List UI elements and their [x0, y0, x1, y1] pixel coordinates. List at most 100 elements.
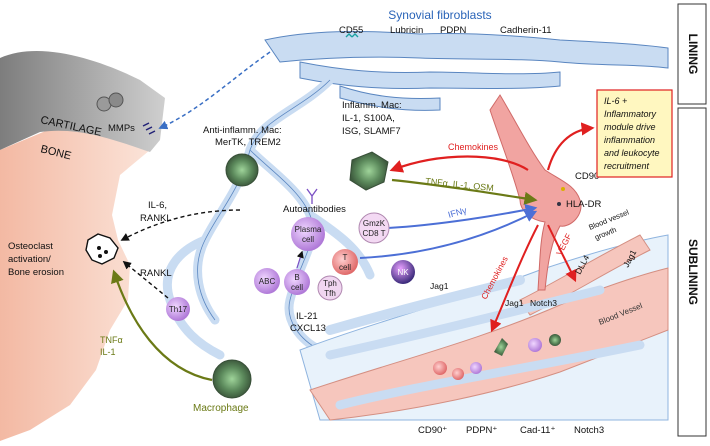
osteoclast-label-2: activation/: [8, 254, 51, 265]
chemokines-label-1: Chemokines: [448, 142, 499, 152]
lubricin-label: Lubricin: [390, 25, 423, 36]
sublining-panel: SUBLINING: [677, 107, 707, 437]
cd90-marker-icon: [561, 187, 565, 191]
t-cell: [332, 249, 358, 275]
ifng-arrow-2: [359, 210, 538, 259]
ifng-arrow-1: [387, 203, 538, 229]
il6-callout: IL-6 + Inflammatory module drive inflamm…: [596, 89, 673, 178]
t-cell-label-2: cell: [339, 263, 351, 272]
callout-line5: and leukocyte: [604, 148, 660, 158]
plasma-cell: [291, 217, 325, 251]
tnf-il1-osm-arrow: [391, 178, 538, 205]
tnf-il1-arrow: [111, 269, 213, 382]
callout-line1: IL-6 +: [604, 96, 627, 106]
osteoclast: Osteoclast activation/ Bone erosion: [8, 233, 119, 278]
lining-label: LINING: [686, 34, 700, 75]
cd55-icon: [345, 33, 359, 38]
tnf-il1-osm-label: TNFα, IL-1, OSM: [425, 176, 494, 193]
mmps: MMPs: [96, 92, 156, 135]
macrophage: Macrophage: [193, 359, 252, 414]
inf-mac-label-3: ISG, SLAMF7: [342, 126, 401, 137]
cd8-label: CD8 T: [363, 229, 386, 238]
rankl-arrow-2: [122, 260, 169, 299]
callout-line4: inflammation: [604, 135, 655, 145]
osteoclast-label-3: Bone erosion: [8, 267, 64, 278]
bottom-cad11: Cad-11⁺: [520, 425, 555, 436]
pdpn-label: PDPN: [440, 25, 467, 36]
lymphocyte-cluster: Plasma cell ABC B cell T cell Tph Tfh Gm…: [254, 212, 415, 334]
th17-cell: [166, 297, 190, 321]
jag1-label-a: Jag1: [430, 281, 449, 291]
b-cell: [284, 269, 310, 295]
inflamm-macrophage: Inflamm. Mac: IL-1, S100A, ISG, SLAMF7: [342, 100, 402, 191]
lining-panel: LINING: [677, 3, 707, 105]
anti-inflamm-macrophage: Anti-inflamm. Mac: MerTK, TREM2: [203, 125, 282, 187]
cxcl13-label: CXCL13: [290, 323, 326, 334]
ifng-label: IFNγ: [447, 205, 468, 220]
il6-label: IL-6,: [148, 200, 167, 211]
chemokines-arrow-2: [490, 224, 539, 333]
callout-arrow: [546, 122, 595, 171]
inf-mac-label-1: Inflamm. Mac:: [342, 100, 402, 111]
b-to-plasma-arrow: [296, 250, 304, 269]
il1-label: IL-1: [100, 347, 116, 357]
mmps-label: MMPs: [108, 123, 135, 134]
cd55-label: CD55: [339, 25, 363, 36]
abc-cell: [254, 268, 280, 294]
vegf-arrow: [547, 224, 577, 283]
bottom-pdpn: PDPN⁺: [466, 425, 497, 436]
macrophage-label: Macrophage: [193, 403, 249, 414]
lining-markers: CD55 Lubricin PDPN Cadherin-11: [339, 25, 552, 38]
abc-label: ABC: [259, 277, 276, 286]
antibody-icon: [306, 188, 318, 204]
cd90-label: CD90: [575, 171, 599, 182]
anti-mac-label-2: MerTK, TREM2: [215, 137, 281, 148]
b-cell-label-2: cell: [291, 283, 303, 292]
anti-mac-label-1: Anti-inflamm. Mac:: [203, 125, 282, 136]
tnf-label: TNFα: [100, 335, 123, 345]
nk-cell: [391, 260, 415, 284]
leukocyte: [470, 362, 482, 374]
callout-line6: recruitment: [604, 161, 650, 171]
mmp-secretion-arrow: [158, 51, 271, 130]
blood-cells: [433, 334, 561, 380]
hladr-label: HLA-DR: [566, 199, 602, 210]
bottom-markers: CD90⁺ PDPN⁺ Cad-11⁺ Notch3: [418, 425, 604, 436]
il6-rankl-arrow: [120, 209, 241, 241]
page-title: Synovial fibroblasts: [388, 8, 491, 22]
macrophage-cell: [212, 359, 252, 399]
inf-mac-label-2: IL-1, S100A,: [342, 113, 395, 124]
sublining-label: SUBLINING: [686, 239, 700, 305]
th17: Th17: [166, 297, 190, 321]
tph-tfh-cell: [317, 275, 343, 301]
cadherin-label: Cadherin-11: [500, 25, 552, 36]
leukocyte: [528, 338, 542, 352]
mmp-enzyme-icon: [142, 122, 156, 135]
monocyte: [549, 334, 561, 346]
gmzk-label: GmzK: [363, 219, 386, 228]
hladr-marker-icon: [557, 202, 561, 206]
inf-mac-cell: [349, 151, 389, 191]
bottom-cd90: CD90⁺: [418, 425, 447, 436]
plasma-label-2: cell: [302, 235, 314, 244]
jag1-label-b: Jag1: [505, 298, 524, 308]
anti-mac-cell: [225, 153, 259, 187]
b-cell-label-1: B: [294, 273, 299, 282]
osteoclast-label-1: Osteoclast: [8, 241, 53, 252]
red-blood-cell: [433, 361, 447, 375]
sublining-fibroblast-network: [162, 75, 375, 360]
callout-line3: module drive: [604, 122, 656, 132]
th17-label: Th17: [169, 305, 188, 314]
migrating-cell: [494, 338, 508, 356]
lining-fibroblasts: [264, 31, 669, 111]
notch3-label: Notch3: [530, 298, 557, 308]
nk-label: NK: [397, 268, 409, 277]
autoantibodies-label: Autoantibodies: [283, 204, 346, 215]
rankl-label-1: RANKL: [140, 213, 172, 224]
tfh-label: Tfh: [324, 289, 336, 298]
red-blood-cell: [452, 368, 464, 380]
t-cell-label-1: T: [343, 253, 348, 262]
osteoclast-cell: [85, 233, 119, 265]
gmzk-cd8-cell: [358, 212, 390, 244]
